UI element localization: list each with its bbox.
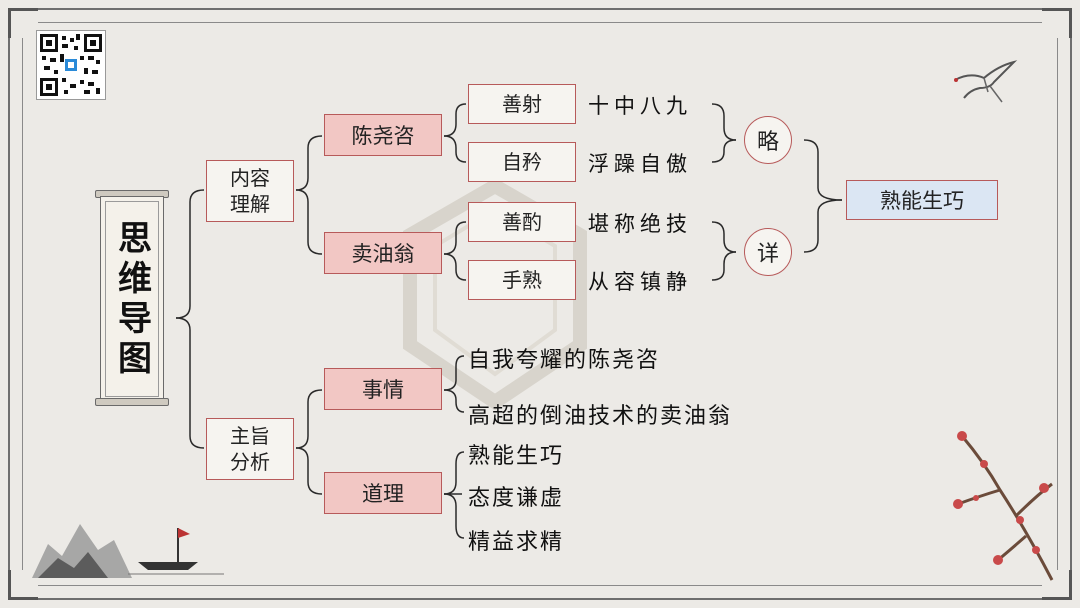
outer-frame [8, 8, 1072, 600]
node-good-archery[interactable]: 善射 [468, 84, 576, 124]
node-detailed[interactable]: 详 [744, 228, 792, 276]
node-conceited[interactable]: 自矜 [468, 142, 576, 182]
node-good-pouring[interactable]: 善酌 [468, 202, 576, 242]
qr-code-icon[interactable] [36, 30, 106, 100]
connector-title-branch2 [175, 317, 205, 449]
desc-good-archery: 十中八九 [588, 94, 692, 118]
landscape-boat-decoration-icon [32, 524, 224, 578]
node-chen-yaozi[interactable]: 陈尧咨 [324, 114, 442, 156]
node-conclusion[interactable]: 熟能生巧 [846, 180, 998, 220]
principle-item-3: 精益求精 [468, 530, 565, 555]
frame-corner-bottom-right [1042, 570, 1072, 600]
node-theme-analysis-label: 主旨分析 [230, 424, 270, 474]
principle-item-1: 熟能生巧 [468, 444, 565, 469]
event-item-2: 高超的倒油技术的卖油翁 [468, 404, 733, 429]
plum-blossom-decoration-icon [953, 431, 1054, 581]
desc-conceited: 浮躁自傲 [588, 152, 692, 176]
desc-good-pouring: 堪称绝技 [588, 212, 692, 236]
frame-corner-top-right [1042, 8, 1072, 38]
node-content-understanding-label: 内容理解 [230, 166, 270, 216]
principle-item-2: 态度谦虚 [468, 486, 565, 511]
node-content-understanding[interactable]: 内容理解 [206, 160, 294, 222]
node-oil-seller[interactable]: 卖油翁 [324, 232, 442, 274]
scroll-bottom-cap [95, 398, 169, 406]
event-item-1: 自我夸耀的陈尧咨 [468, 348, 661, 373]
frame-corner-bottom-left [8, 570, 38, 600]
node-practiced-hand[interactable]: 手熟 [468, 260, 576, 300]
title-scroll [100, 196, 164, 402]
inner-frame [22, 22, 1058, 586]
frame-corner-top-left [8, 8, 38, 38]
crane-decoration-icon [954, 60, 1018, 103]
node-principle[interactable]: 道理 [324, 472, 442, 514]
desc-practiced-hand: 从容镇静 [588, 270, 692, 294]
mindmap-title: 思维导图 [111, 220, 152, 380]
connector-title-branch1 [175, 189, 205, 319]
node-events[interactable]: 事情 [324, 368, 442, 410]
node-brief[interactable]: 略 [744, 116, 792, 164]
node-theme-analysis[interactable]: 主旨分析 [206, 418, 294, 480]
